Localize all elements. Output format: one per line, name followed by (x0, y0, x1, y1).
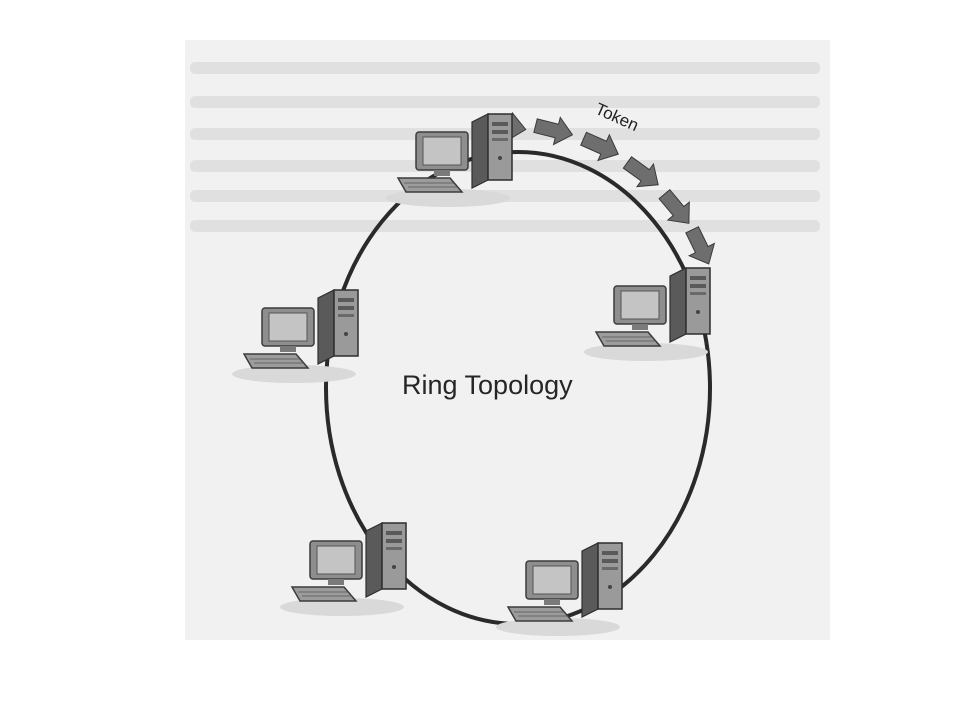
computer-bottom-left (279, 522, 407, 617)
computer-bottom-right (495, 542, 623, 637)
diagram-title: Ring Topology (402, 370, 573, 400)
computer-right (583, 267, 711, 362)
computer-left (231, 289, 359, 384)
